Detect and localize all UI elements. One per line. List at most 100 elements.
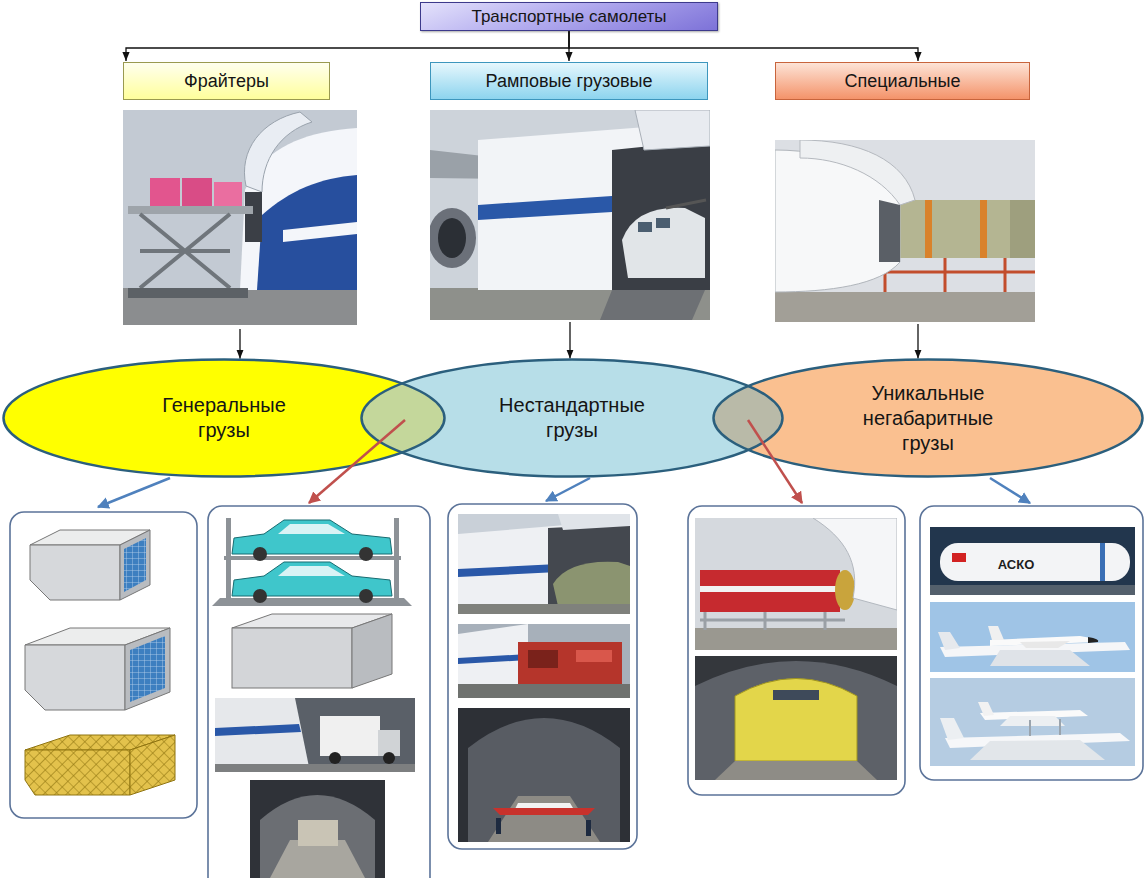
cargo-container <box>232 628 352 688</box>
category-header: Рамповые грузовые <box>430 62 708 100</box>
uld-container <box>30 545 120 600</box>
piggyback-aircraft-photo <box>1000 716 1065 726</box>
rocket-transport-photo <box>930 585 1135 595</box>
pointer-arrow <box>546 478 590 501</box>
truck-loading-photo <box>215 724 301 736</box>
helicopter-loading-photo <box>458 514 630 614</box>
car <box>359 589 373 603</box>
ellipse-title: Генеральные грузы <box>162 393 286 443</box>
pointer-arrow <box>990 478 1030 503</box>
ellipse-fill <box>4 360 445 477</box>
ramp-aircraft-photo <box>635 110 710 150</box>
category-box: Фрайтеры <box>123 62 357 327</box>
shuttle-carrier-photo <box>930 602 1135 672</box>
rocket-transport-photo <box>1100 543 1105 581</box>
uld-container <box>130 636 165 702</box>
label-holder: АСКО <box>998 555 1035 573</box>
net-pallet <box>25 735 175 795</box>
freighter-photo <box>283 222 357 242</box>
car <box>232 562 392 603</box>
ramp-aircraft-photo <box>612 140 710 290</box>
fuselage-in-hold-photo <box>735 679 857 762</box>
group-frame <box>10 504 1143 878</box>
fuselage-loading-photo <box>835 570 855 610</box>
ramp-aircraft-photo <box>430 110 710 320</box>
uld-container <box>125 628 170 710</box>
ramp-aircraft-photo <box>438 218 466 258</box>
pointer-arrow <box>748 420 802 503</box>
shuttle-carrier-photo <box>1020 641 1070 648</box>
fuselage-loading-photo <box>695 628 897 650</box>
ellipse-border <box>362 360 783 477</box>
category-box: Специальные <box>775 62 1035 322</box>
category-title: Фрайтеры <box>184 70 269 93</box>
ramp-aircraft-photo <box>600 290 705 320</box>
uld-container <box>120 530 150 600</box>
overlap-area <box>362 360 783 477</box>
aircraft-in-hold-photo <box>458 708 630 842</box>
ellipse-border <box>4 360 445 477</box>
photo-caption: АСКО <box>998 557 1035 572</box>
group-frame <box>920 506 1143 780</box>
rocket-transport-photo <box>940 543 1130 581</box>
fuselage-loading-photo <box>700 612 845 630</box>
overlap-area <box>4 360 445 477</box>
helicopter-loading-photo <box>458 564 558 577</box>
car-rack <box>212 598 412 606</box>
special-aircraft-photo <box>925 200 932 258</box>
machine-loading-photo <box>518 642 622 684</box>
aircraft-in-hold-photo <box>458 708 630 842</box>
cargo-hold-photo <box>250 780 385 878</box>
special-aircraft-photo <box>800 140 915 205</box>
category-box: Рамповые грузовые <box>430 62 710 320</box>
helicopter-loading-photo <box>548 524 630 614</box>
ellipse-title: Нестандартные грузы <box>499 393 645 443</box>
net-pallet <box>25 750 130 795</box>
truck-loading-photo <box>215 698 415 772</box>
root-box: Транспортные самолеты <box>420 2 718 31</box>
freighter-photo <box>140 214 230 288</box>
freighter-photo <box>123 288 357 325</box>
shuttle-carrier-photo <box>938 632 960 650</box>
freighter-photo <box>128 206 253 214</box>
pointer-arrow <box>98 478 170 507</box>
fuselage-in-hold-photo <box>695 656 897 780</box>
box-title: Транспортные самолеты <box>471 6 666 27</box>
helicopter-loading-photo <box>458 604 630 614</box>
cargo-container <box>352 614 392 688</box>
shuttle-carrier-photo <box>1088 637 1098 643</box>
car <box>253 589 267 603</box>
fuselage-loading-photo <box>813 518 897 610</box>
freighter-photo <box>150 178 180 206</box>
car <box>278 524 345 534</box>
freighter-photo <box>123 110 357 325</box>
machine-loading-photo <box>458 684 630 698</box>
aircraft-in-hold-photo <box>488 796 600 842</box>
shuttle-carrier-photo <box>988 626 1004 640</box>
group-frame <box>10 512 197 818</box>
truck-loading-photo <box>383 752 395 764</box>
cargo-ellipse: Уникальные негабаритные грузы <box>712 358 1144 478</box>
ellipse-text-holder: Уникальные негабаритные грузы <box>712 358 1144 478</box>
cargo-hold-photo <box>298 820 338 846</box>
category-header: Специальные <box>775 62 1030 100</box>
connector-arrow <box>239 329 240 359</box>
ramp-aircraft-photo <box>638 222 652 232</box>
aircraft-in-hold-photo <box>496 818 501 834</box>
shuttle-carrier-photo <box>930 602 1135 672</box>
fuselage-loading-photo <box>695 518 897 650</box>
piggyback-aircraft-photo <box>930 678 1135 766</box>
rocket-transport-photo <box>952 553 966 562</box>
ramp-aircraft-photo <box>428 208 476 268</box>
helicopter-loading-photo <box>558 514 630 530</box>
fuselage-loading-photo <box>695 518 897 650</box>
aircraft-in-hold-photo <box>586 820 591 836</box>
car <box>232 520 392 561</box>
connector-arrow <box>917 324 918 359</box>
ramp-aircraft-photo <box>666 200 706 208</box>
aircraft-in-hold-photo <box>468 718 620 842</box>
machine-loading-photo <box>458 654 528 664</box>
car-rack <box>224 556 401 560</box>
pointer-arrow <box>309 420 405 503</box>
special-aircraft-photo <box>1010 200 1035 258</box>
